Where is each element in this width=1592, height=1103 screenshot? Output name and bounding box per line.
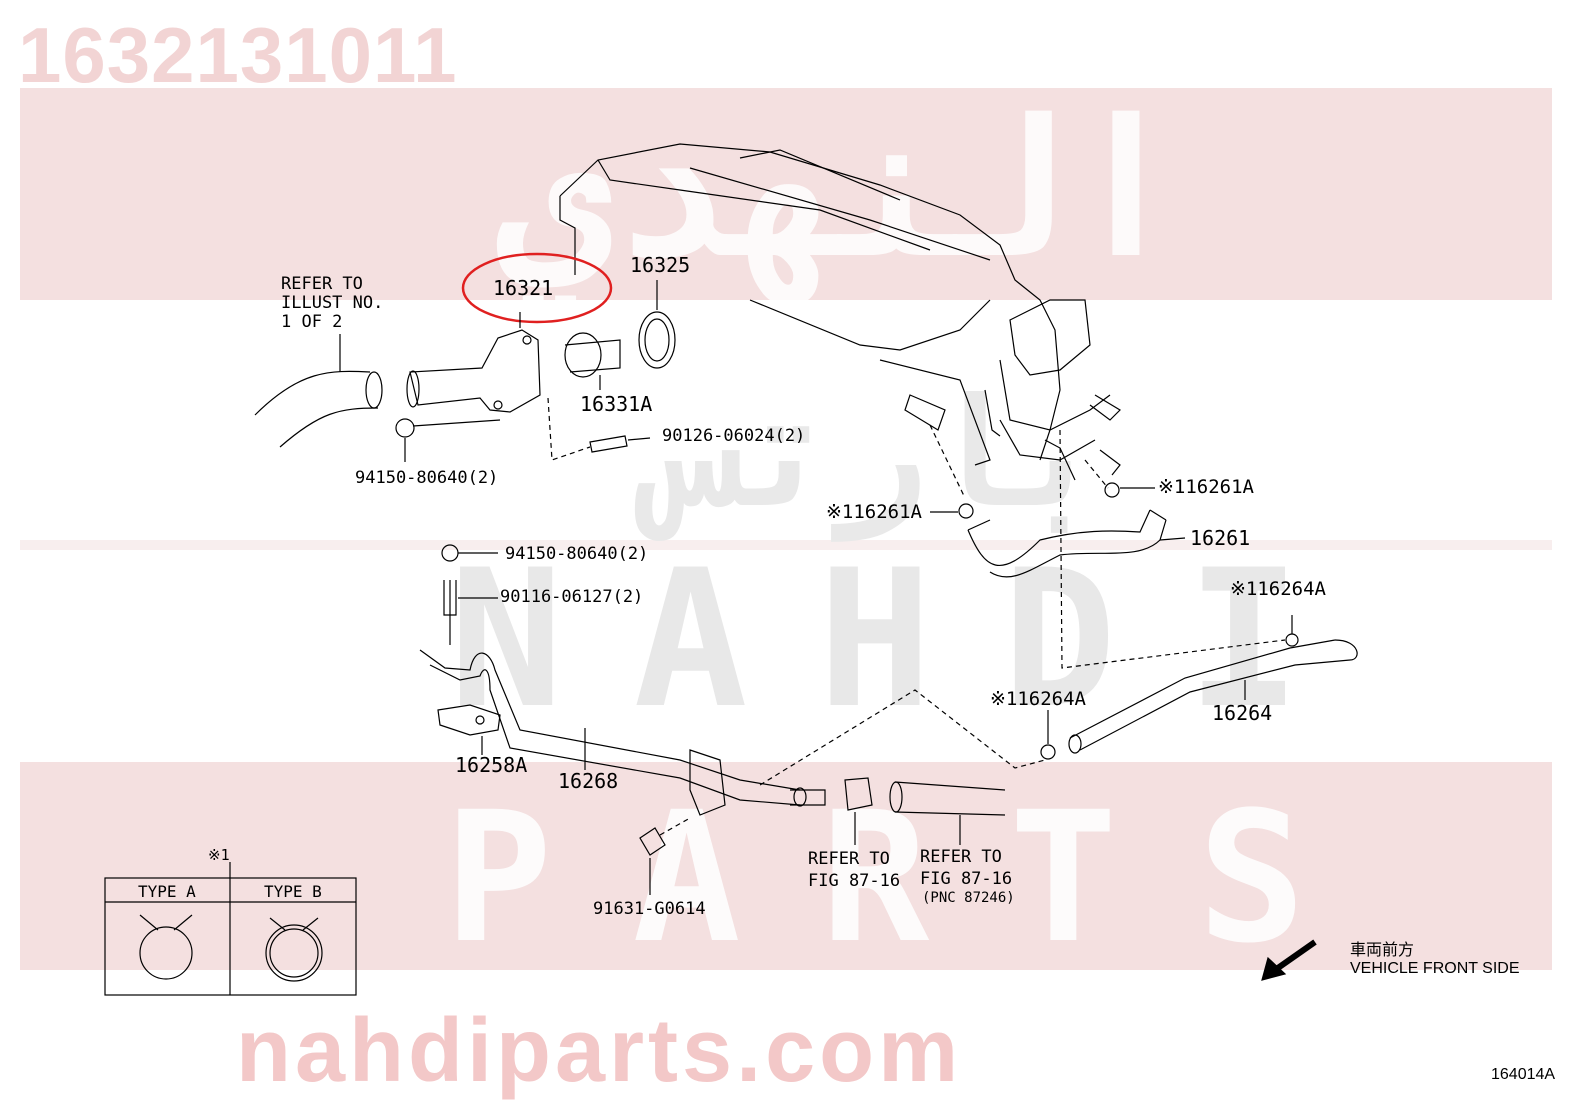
engine-outline (559, 143, 1121, 481)
front-arrow-icon (1261, 956, 1287, 981)
front-arrow-shaft (1273, 939, 1317, 973)
clamp-type-b-icon (265, 924, 323, 982)
flange-16258a (437, 704, 501, 755)
clamp-type-a-icon (139, 926, 193, 980)
label-91631: 91631-G0614 (593, 899, 706, 919)
dashed-guide-a (1059, 429, 1286, 669)
label-16264a-mid: ※116264A (990, 688, 1087, 710)
label-16325: 16325 (630, 253, 690, 277)
refer-illust-line3: 1 OF 2 (281, 312, 342, 332)
watermark-sub: PARTS (444, 774, 1386, 983)
watermark-strip (20, 540, 1552, 550)
watermark-arabic-top: النهدي (497, 79, 1183, 316)
refer-illust-line2: ILLUST NO. (281, 293, 383, 313)
bolt-91631 (639, 817, 691, 895)
pipe-16268 (419, 544, 826, 816)
refer-illust-line1: REFER TO (281, 274, 363, 294)
clamp-16264a-mid (1040, 710, 1056, 760)
hose-16264 (1068, 615, 1358, 754)
gasket (638, 280, 676, 369)
refer-fig2-line2: FIG 87-16 (920, 869, 1012, 889)
watermark-band-top (20, 88, 1552, 300)
vehicle-front-jp: 車両前方 (1350, 942, 1415, 959)
legend-type-b: TYPE B (264, 882, 322, 901)
refer-fig2-line3: (PNC 87246) (922, 890, 1015, 906)
hose-16261 (929, 424, 1186, 578)
nut-top (395, 418, 501, 462)
label-16261a-right: ※116261A (1158, 476, 1255, 498)
dashed-guide-b (759, 689, 1046, 786)
refer-fig1-line1: REFER TO (808, 849, 890, 869)
label-16264a-top: ※116264A (1230, 578, 1327, 600)
label-16258a: 16258A (455, 753, 527, 777)
legend-mark: ※1 (208, 846, 230, 864)
hose-left (254, 334, 383, 448)
label-94150-top: 94150-80640(2) (355, 468, 498, 488)
part-number-heading: 1632131011 (18, 11, 458, 99)
stud-top (547, 397, 651, 461)
clamp-16261a-left (958, 503, 974, 519)
clamp-type-legend (104, 862, 357, 996)
watermark-brand: NAHDI (449, 529, 1371, 750)
label-16321: 16321 (493, 276, 553, 300)
label-90126: 90126-06024(2) (662, 426, 805, 446)
label-16331a: 16331A (580, 392, 652, 416)
watermark-arabic-middle: بارتس (634, 367, 1106, 542)
highlight-ring (461, 252, 613, 324)
hose-end-refer (844, 777, 1006, 845)
label-16268: 16268 (558, 769, 618, 793)
watermark-band-bottom (20, 762, 1552, 970)
legend-type-a: TYPE A (138, 882, 196, 901)
refer-fig2-line1: REFER TO (920, 847, 1002, 867)
clamp-16261a-right (1104, 482, 1120, 498)
label-16261a-left: ※116261A (826, 501, 923, 523)
vehicle-front-en: VEHICLE FRONT SIDE (1350, 960, 1520, 977)
diagram-code: 164014A (1491, 1066, 1556, 1083)
label-16261: 16261 (1190, 526, 1250, 550)
watermark-url: nahdiparts.com (236, 1001, 963, 1101)
water-inlet-part (406, 312, 541, 413)
label-16264: 16264 (1212, 701, 1272, 725)
label-90116: 90116-06127(2) (500, 587, 643, 607)
thermostat (564, 332, 621, 390)
label-94150-mid: 94150-80640(2) (505, 544, 648, 564)
refer-fig1-line2: FIG 87-16 (808, 871, 900, 891)
